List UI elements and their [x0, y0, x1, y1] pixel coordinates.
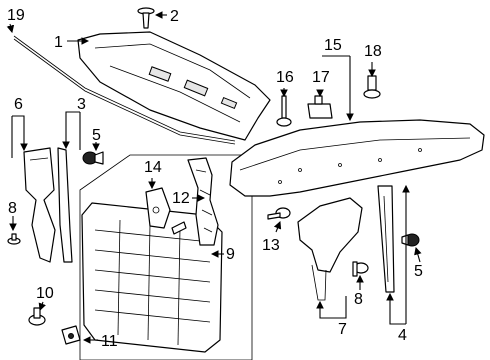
callout-15: 15: [324, 37, 342, 54]
assembly-frame: [79, 154, 253, 360]
bolt-left: [7, 233, 21, 245]
clip-left: [82, 151, 104, 165]
push-pin-fastener: [137, 7, 155, 29]
callout-14: 14: [144, 159, 162, 176]
callout-10: 10: [36, 285, 54, 302]
grille-shutter-assembly: [81, 202, 223, 353]
callout-5-left: 5: [92, 127, 101, 144]
bolt-16: [276, 95, 292, 127]
push-rivet: [363, 75, 381, 99]
callout-8-left: 8: [8, 200, 17, 217]
callout-9: 9: [226, 246, 235, 263]
splash-shield: [229, 119, 485, 197]
weatherstrip-seal: [13, 35, 236, 145]
callout-5-right: 5: [414, 263, 423, 280]
leader-lines: [6, 11, 422, 344]
right-side-seal: [377, 185, 395, 293]
bolt-right: [352, 261, 369, 277]
callout-7: 7: [338, 321, 347, 338]
callouts: 19 1 2 6 3 5 8 14 12 9 10 11 15 16 17 18…: [7, 7, 423, 350]
left-side-deflector: [23, 147, 56, 263]
clip-bracket: [307, 95, 333, 119]
callout-1: 1: [54, 34, 63, 51]
retainer-nut: [61, 325, 81, 345]
callout-11: 11: [101, 333, 118, 350]
bracket: [145, 187, 187, 235]
callout-12: 12: [172, 190, 190, 207]
callout-6: 6: [14, 96, 23, 113]
callout-17: 17: [312, 69, 330, 86]
bolt-13: [267, 207, 291, 220]
fastener: [28, 307, 46, 326]
callout-13: 13: [262, 237, 280, 254]
callout-8-right: 8: [354, 291, 363, 308]
callout-4: 4: [398, 327, 407, 344]
callout-16: 16: [276, 69, 294, 86]
right-air-deflector: [297, 197, 363, 301]
callout-19: 19: [7, 7, 25, 24]
callout-18: 18: [364, 43, 382, 60]
cowl-panel: [77, 31, 271, 141]
clip-right: [401, 233, 420, 247]
left-side-seal: [57, 147, 73, 263]
callout-2: 2: [170, 8, 179, 25]
callout-3: 3: [77, 96, 86, 113]
